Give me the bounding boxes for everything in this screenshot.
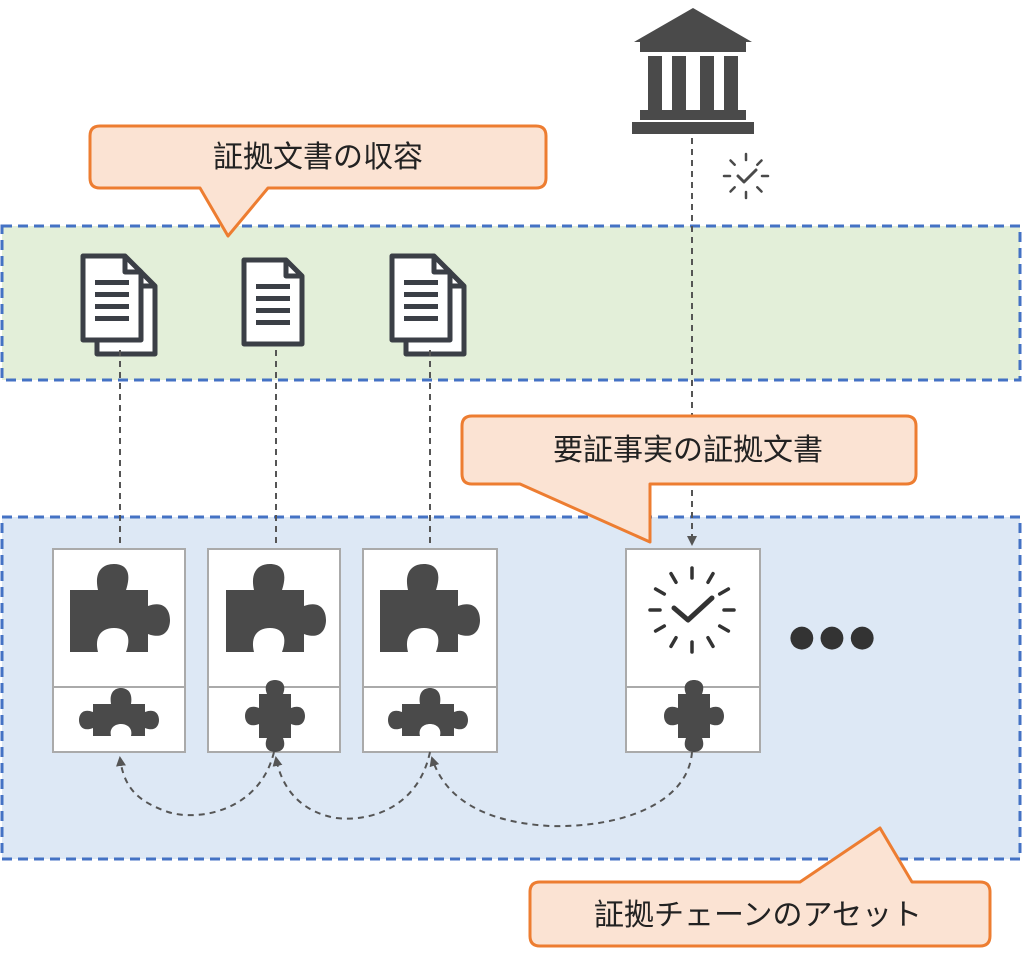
chain-card[interactable] (52, 548, 186, 753)
storage-callout-label: 証拠文書の収容 (213, 140, 423, 175)
evidence-callout-label: 要証事実の証拠文書 (553, 433, 823, 468)
clock-check-icon (648, 566, 736, 654)
chain-card[interactable] (362, 548, 498, 753)
timestamp-card[interactable] (625, 548, 761, 753)
bank-building-icon (632, 8, 754, 134)
document-icon (244, 260, 302, 344)
clock-check-icon (722, 152, 770, 200)
more-items-ellipsis: ●●● (789, 619, 880, 654)
storage-callout: 証拠文書の収容 (88, 124, 548, 238)
chain-link-arc (272, 751, 431, 820)
chain-asset-callout-label: 証拠チェーンのアセット (594, 898, 922, 933)
storage-zone (0, 224, 1022, 382)
chain-asset-callout: 証拠チェーンのアセット (528, 826, 992, 948)
chain-link-arc (429, 751, 693, 828)
chain-card[interactable] (207, 548, 341, 753)
evidence-callout: 要証事実の証拠文書 (460, 414, 918, 544)
